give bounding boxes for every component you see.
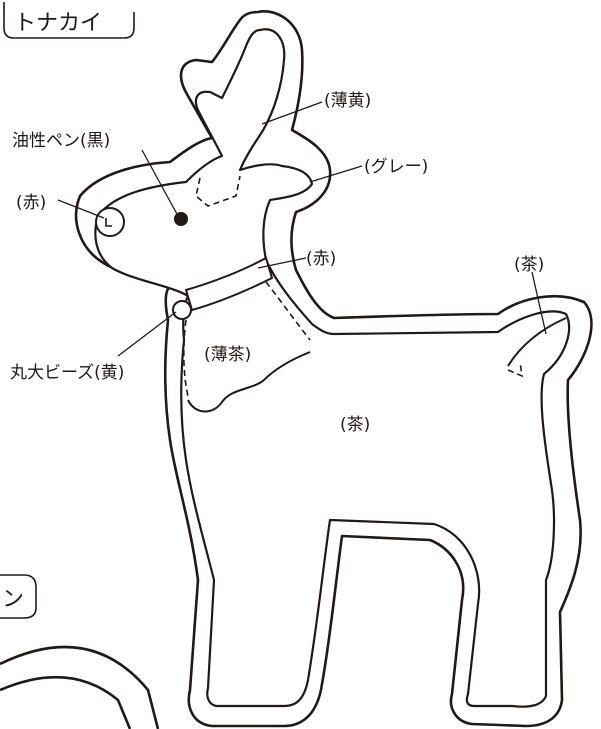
label-ear-edge: (グレー) xyxy=(364,157,428,177)
partial-circle-shape xyxy=(0,645,160,729)
leader-lines xyxy=(57,101,547,357)
title-text: トナカイ xyxy=(14,11,102,36)
nose-mark xyxy=(105,218,112,227)
reindeer-inner-outline xyxy=(94,28,571,708)
bead-circle xyxy=(172,300,192,320)
title-tag: トナカイ xyxy=(3,2,135,39)
tail-inner-edge xyxy=(507,317,567,367)
label-bead: 丸大ビーズ(黄) xyxy=(10,363,124,383)
label-antler: (薄黄) xyxy=(324,91,371,111)
partial-tag-text: ン xyxy=(2,587,24,612)
label-bib: (薄茶) xyxy=(204,345,251,365)
bib-seam-dashed xyxy=(183,319,189,397)
bib-edge xyxy=(187,351,311,413)
nose-circle xyxy=(95,207,125,237)
label-tail: (茶) xyxy=(514,255,544,275)
label-body: (茶) xyxy=(340,415,370,435)
collar-band xyxy=(184,256,274,312)
label-eye: 油性ペン(黒) xyxy=(12,131,110,151)
tail-seam-dashed xyxy=(507,361,523,378)
eye-dot xyxy=(174,212,188,226)
antler-seam-dashed xyxy=(195,175,241,207)
partial-tag: ン xyxy=(0,574,37,619)
label-nose: (赤) xyxy=(16,193,46,213)
label-collar: (赤) xyxy=(306,249,336,269)
